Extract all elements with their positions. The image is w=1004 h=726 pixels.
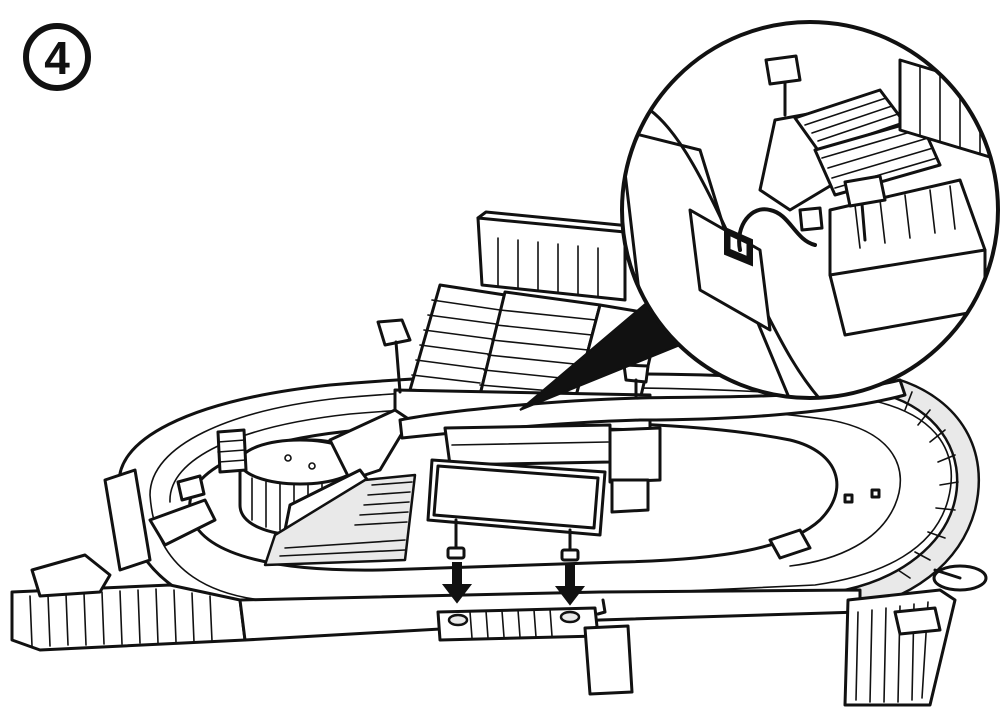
base-slot-piece [436, 598, 607, 642]
flyover-ramp [398, 378, 907, 514]
step-number-badge: 4 [23, 23, 91, 91]
launcher-tower [148, 408, 417, 567]
sign-board [426, 458, 607, 562]
right-foot [768, 488, 988, 707]
detail-magnifier [620, 20, 1000, 400]
left-ramp [10, 468, 247, 652]
down-arrow-icon [554, 564, 586, 606]
down-arrow-icon [441, 562, 473, 604]
step-number: 4 [44, 32, 70, 84]
front-tab [583, 624, 634, 696]
